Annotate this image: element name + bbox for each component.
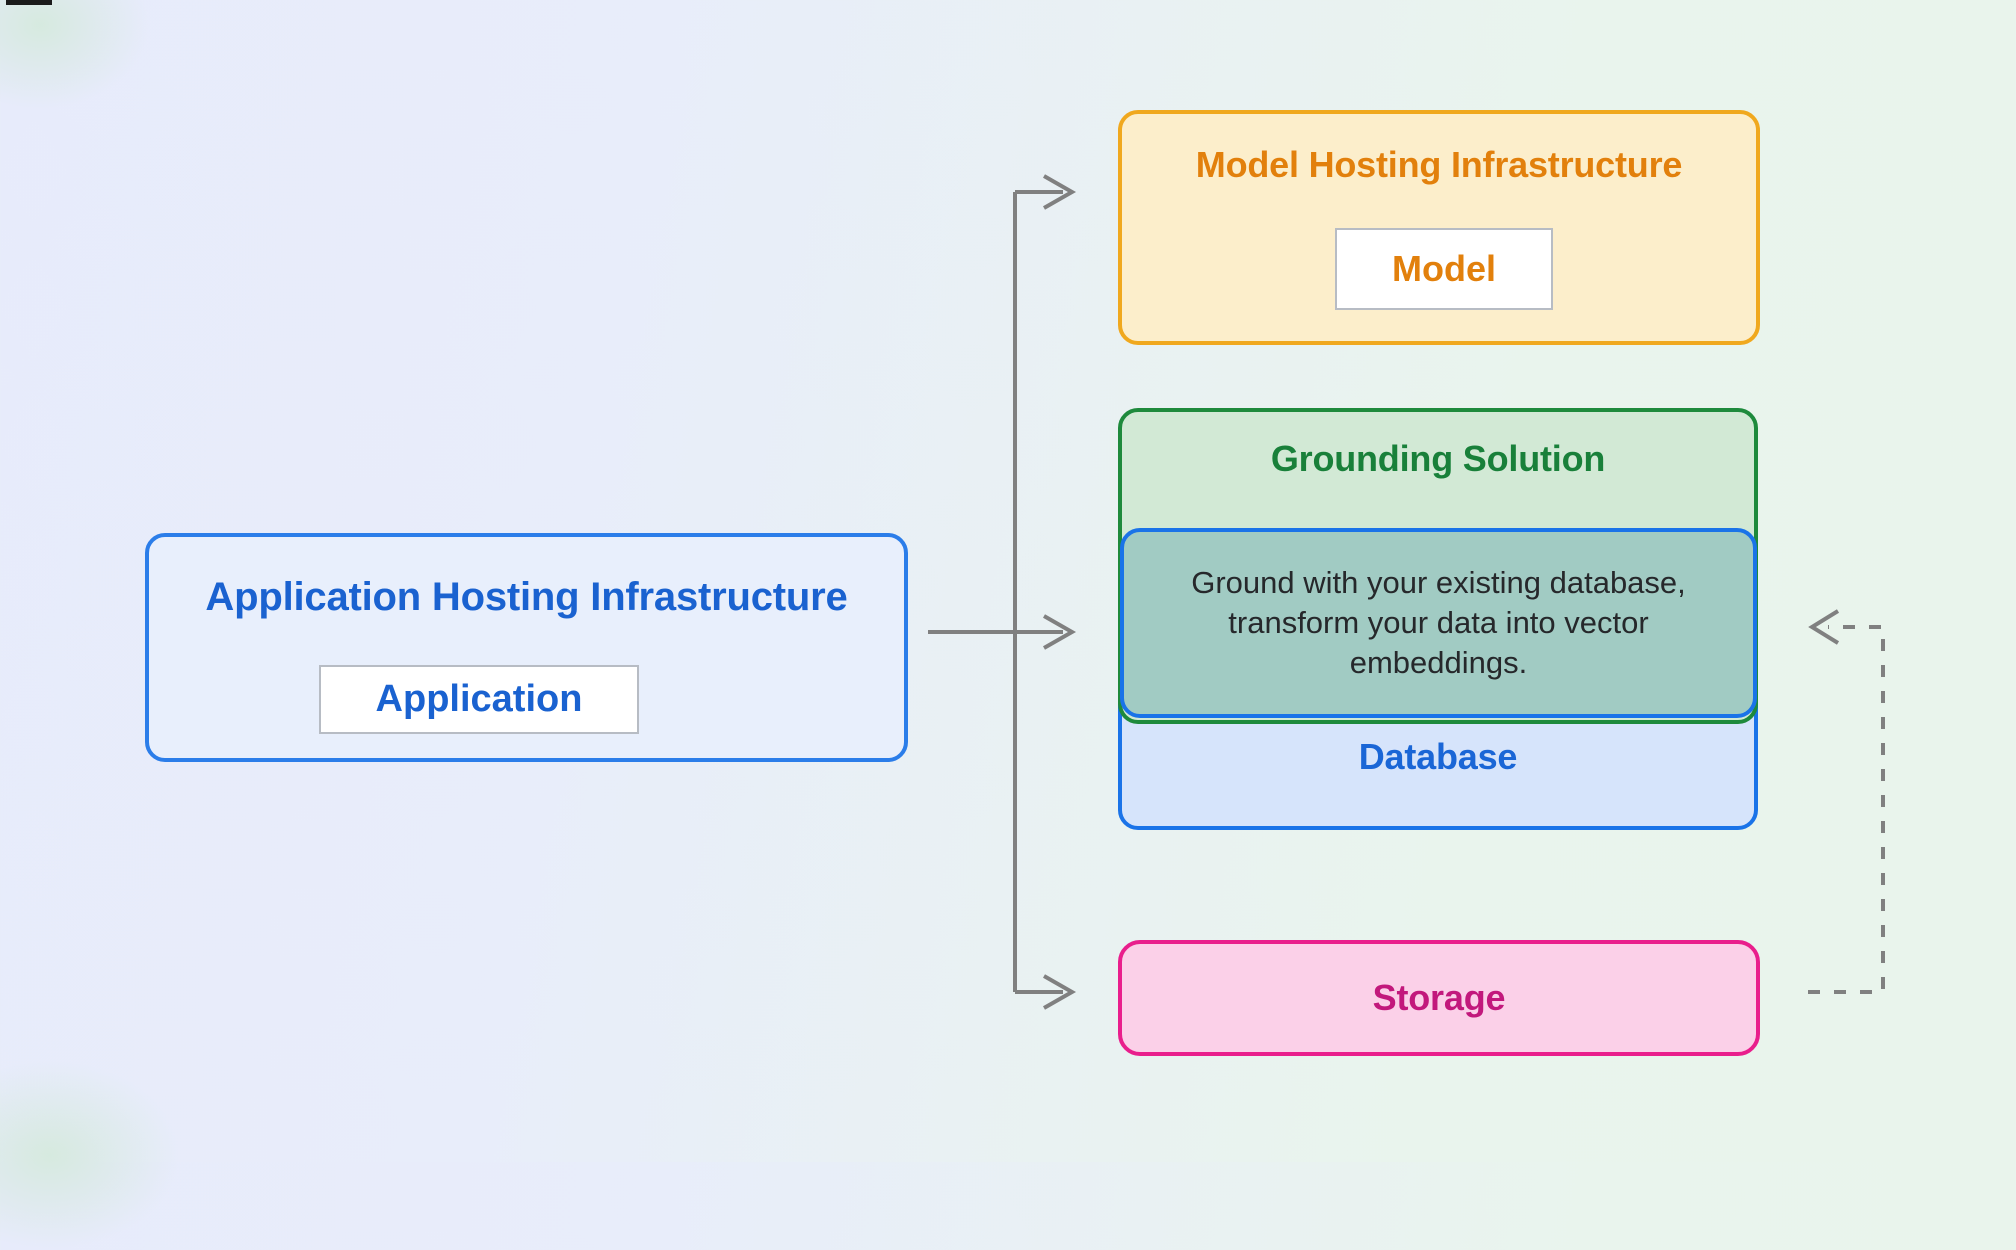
application-hosting-title: Application Hosting Infrastructure <box>205 575 848 619</box>
arrowhead-storage <box>1043 974 1077 1010</box>
node-model-hosting-infrastructure[interactable]: Model Hosting Infrastructure Model <box>1118 110 1760 345</box>
connector-storage-return-dashed <box>1808 625 1885 994</box>
arrowhead-model-hosting <box>1043 174 1077 210</box>
node-storage[interactable]: Storage <box>1118 940 1760 1056</box>
arrowhead-storage-return <box>1808 609 1840 645</box>
application-chip[interactable]: Application <box>319 665 639 734</box>
grounding-note-text: Ground with your existing database, tran… <box>1191 564 1686 681</box>
diagram-canvas: Application Hosting Infrastructure Appli… <box>0 0 1885 1250</box>
model-hosting-title: Model Hosting Infrastructure <box>1195 144 1683 185</box>
database-title: Database <box>1358 736 1518 777</box>
grounding-note-panel[interactable]: Ground with your existing database, tran… <box>1120 528 1757 718</box>
grounding-solution-title: Grounding Solution <box>1270 438 1606 479</box>
node-application-hosting-infrastructure[interactable]: Application Hosting Infrastructure Appli… <box>145 533 908 762</box>
background-wisp-top-left <box>0 0 150 110</box>
arrowhead-grounding-solution <box>1043 614 1077 650</box>
background-wisp-bottom-left <box>0 1060 180 1250</box>
storage-title: Storage <box>1372 977 1506 1018</box>
corner-mark <box>6 0 52 5</box>
model-chip[interactable]: Model <box>1335 228 1553 310</box>
